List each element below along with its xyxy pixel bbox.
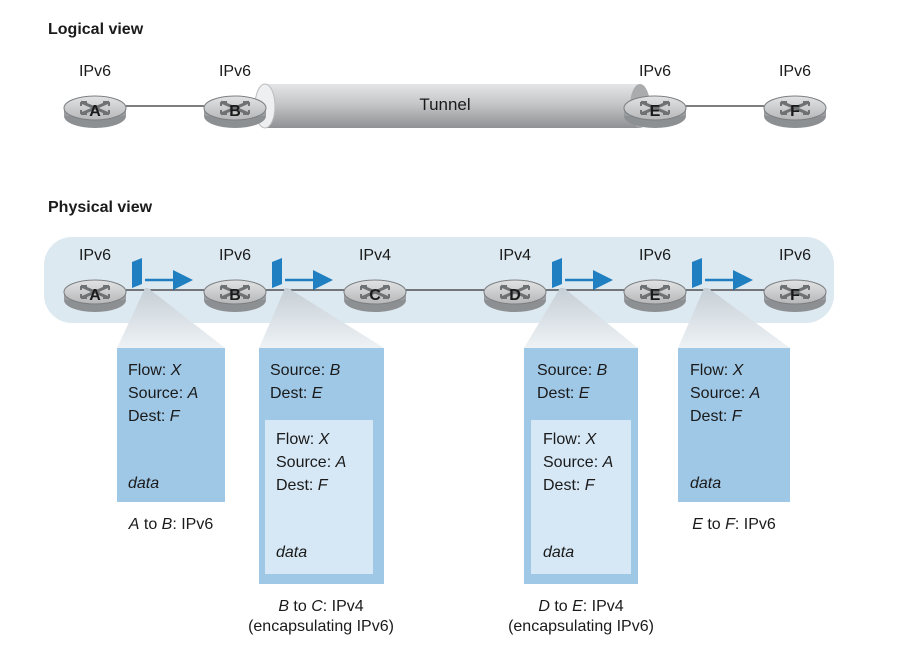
inner-packet-d-e xyxy=(531,420,631,574)
logical-view-title: Logical view xyxy=(48,21,144,38)
tunnel-label: Tunnel xyxy=(419,95,471,114)
packet-a-b-fields: Flow: X Source: A Dest: F xyxy=(128,359,198,428)
packet-d-e-inner-fields: Flow: X Source: A Dest: F xyxy=(543,428,613,497)
proto-label-f: IPv6 xyxy=(778,247,811,264)
dest-field: Dest: F xyxy=(128,408,180,425)
callout-d-e xyxy=(524,288,638,348)
packet-a-b-data: data xyxy=(128,475,160,492)
proto-label-e: IPv6 xyxy=(638,247,671,264)
caption-e-f: E to F: IPv6 xyxy=(692,516,776,533)
router-label-f-logical: F xyxy=(790,103,800,120)
packet-e-f-fields: Flow: X Source: A Dest: F xyxy=(690,359,760,428)
router-label-b-logical: B xyxy=(229,103,241,120)
flow-field: Flow: X xyxy=(690,362,744,379)
packet-e-f-data: data xyxy=(690,475,722,492)
caption-b-c: B to C: IPv4 (encapsulating IPv6) xyxy=(248,598,394,635)
logical-view xyxy=(62,83,828,130)
physical-view-title: Physical view xyxy=(48,199,153,216)
flow-field: Flow: X xyxy=(543,431,597,448)
proto-label-d: IPv4 xyxy=(498,247,531,264)
packet-b-c-outer-fields: Source: B Dest: E xyxy=(270,359,340,405)
outer-source-field: Source: B xyxy=(270,362,341,379)
caption-d-e: D to E: IPv4 (encapsulating IPv6) xyxy=(508,598,654,635)
packet-marker-d-e xyxy=(552,258,613,290)
physical-view xyxy=(44,237,834,348)
flow-field: Flow: X xyxy=(276,431,330,448)
router-label-d: D xyxy=(509,287,521,304)
dest-field: Dest: F xyxy=(543,477,595,494)
packet-marker-e-f xyxy=(692,258,753,290)
callout-a-b xyxy=(117,288,225,348)
outer-dest-field: Dest: E xyxy=(537,385,590,402)
packet-marker-b-c xyxy=(272,258,333,290)
caption-a-b: A to B: IPv6 xyxy=(128,516,214,533)
dest-field: Dest: F xyxy=(690,408,742,425)
dest-field: Dest: F xyxy=(276,477,328,494)
router-label-f: F xyxy=(790,287,800,304)
proto-label-e-logical: IPv6 xyxy=(638,63,671,80)
proto-label-f-logical: IPv6 xyxy=(778,63,811,80)
router-label-a-logical: A xyxy=(89,103,101,120)
source-field: Source: A xyxy=(690,385,761,402)
router-label-e: E xyxy=(649,287,661,304)
packet-marker-a-b xyxy=(132,258,193,290)
proto-label-b: IPv6 xyxy=(218,247,251,264)
callout-e-f xyxy=(678,288,790,348)
outer-source-field: Source: B xyxy=(537,362,608,379)
outer-dest-field: Dest: E xyxy=(270,385,323,402)
source-field: Source: A xyxy=(543,454,614,471)
packet-b-c-data: data xyxy=(276,544,308,561)
flow-field: Flow: X xyxy=(128,362,182,379)
proto-label-a: IPv6 xyxy=(78,247,111,264)
source-field: Source: A xyxy=(276,454,347,471)
proto-label-b-logical: IPv6 xyxy=(218,63,251,80)
packet-b-c-inner-fields: Flow: X Source: A Dest: F xyxy=(276,428,346,497)
packet-d-e-outer-fields: Source: B Dest: E xyxy=(537,359,607,405)
packet-d-e-data: data xyxy=(543,544,575,561)
inner-packet-b-c xyxy=(265,420,373,574)
proto-label-c: IPv4 xyxy=(358,247,391,264)
router-label-a: A xyxy=(89,287,101,304)
callout-b-c xyxy=(259,288,384,348)
proto-label-a-logical: IPv6 xyxy=(78,63,111,80)
router-label-e-logical: E xyxy=(649,103,661,120)
packet-box-a-b xyxy=(117,348,225,502)
packet-box-e-f xyxy=(678,348,790,502)
source-field: Source: A xyxy=(128,385,199,402)
router-label-b: B xyxy=(229,287,241,304)
router-label-c: C xyxy=(369,287,381,304)
